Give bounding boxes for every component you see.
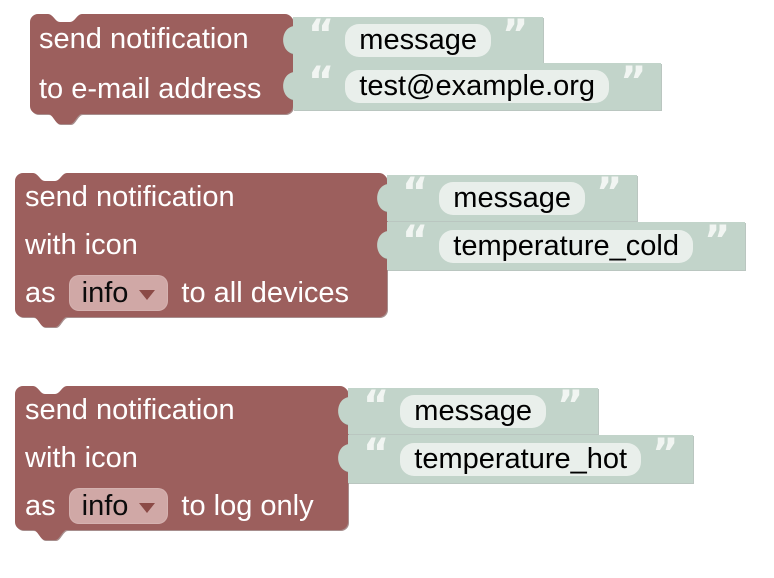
send-notification-email-block[interactable]: send notification to e-mail address <box>30 14 293 128</box>
block-label: with icon <box>25 228 138 261</box>
string-value-block[interactable]: “ temperature_cold ” <box>377 218 746 270</box>
as-label: as <box>25 276 56 309</box>
close-quote-icon: ” <box>556 383 584 429</box>
puzzle-tab-icon <box>377 231 388 259</box>
text-field[interactable]: test@example.org <box>345 70 610 103</box>
block-footer-row: as info to log only <box>25 482 314 530</box>
text-field[interactable]: message <box>439 181 585 215</box>
block-shape <box>30 14 293 124</box>
open-quote-icon: “ <box>402 170 429 216</box>
string-value-block[interactable]: “ temperature_hot ” <box>338 431 694 483</box>
puzzle-tab-icon <box>283 26 294 54</box>
severity-dropdown[interactable]: info <box>68 488 169 524</box>
string-value-block[interactable]: “ test@example.org ” <box>283 58 662 110</box>
close-quote-icon: ” <box>652 431 679 477</box>
string-value-block[interactable]: “ message ” <box>338 383 599 434</box>
block-label: send notification <box>25 393 235 426</box>
open-quote-icon: “ <box>363 431 390 477</box>
send-notification-log-block[interactable]: send notification with icon as info to l… <box>15 386 348 544</box>
open-quote-icon: “ <box>308 58 335 105</box>
dropdown-value: info <box>81 276 129 309</box>
block-label: with icon <box>25 441 138 474</box>
dropdown-value: info <box>81 489 129 522</box>
chevron-down-icon <box>139 502 156 513</box>
block-footer-row: as info to all devices <box>25 269 349 317</box>
close-quote-icon: ” <box>703 218 731 264</box>
puzzle-tab-icon <box>338 397 349 425</box>
string-value-block[interactable]: “ message ” <box>377 170 638 221</box>
string-value-block[interactable]: “ message ” <box>283 12 544 63</box>
open-quote-icon: “ <box>363 383 390 429</box>
text-field[interactable]: temperature_hot <box>400 442 642 476</box>
text-field[interactable]: temperature_cold <box>439 229 693 263</box>
open-quote-icon: “ <box>402 218 429 264</box>
close-quote-icon: ” <box>501 12 529 58</box>
puzzle-tab-icon <box>283 72 294 100</box>
puzzle-tab-icon <box>338 444 349 472</box>
puzzle-tab-icon <box>377 184 388 212</box>
text-field[interactable]: message <box>400 394 546 428</box>
target-label: to log only <box>181 489 314 522</box>
chevron-down-icon <box>139 289 156 300</box>
block-label: to e-mail address <box>39 72 262 105</box>
open-quote-icon: “ <box>308 12 335 58</box>
send-notification-devices-block[interactable]: send notification with icon as info to a… <box>15 173 387 331</box>
block-label: send notification <box>39 22 249 55</box>
as-label: as <box>25 489 56 522</box>
block-label: send notification <box>25 180 235 213</box>
text-field[interactable]: message <box>345 23 491 57</box>
severity-dropdown[interactable]: info <box>68 275 169 311</box>
target-label: to all devices <box>181 276 350 309</box>
close-quote-icon: ” <box>595 170 623 216</box>
close-quote-icon: ” <box>620 58 647 105</box>
